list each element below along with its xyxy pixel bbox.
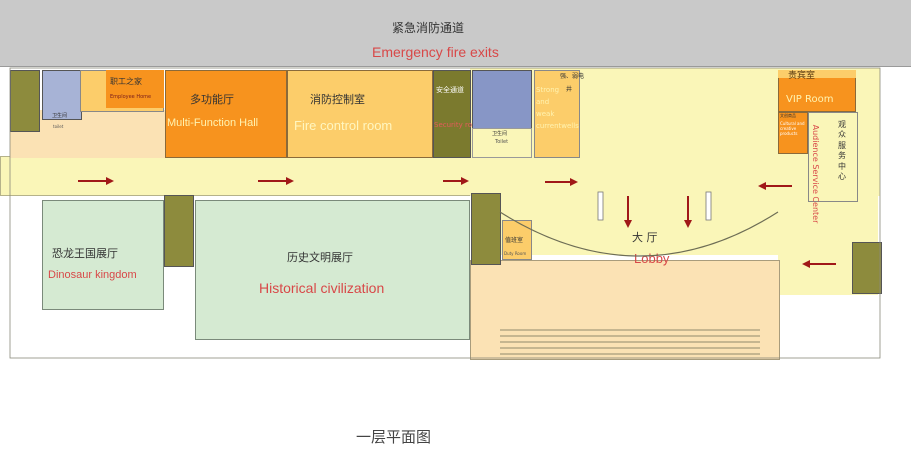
wells-en-4: currentwells: [536, 122, 579, 130]
dinosaur-zh: 恐龙王国展厅: [52, 247, 118, 260]
dinosaur-en: Dinosaur kingdom: [48, 269, 137, 281]
duty-zh: 值班室: [505, 237, 524, 244]
exit-band-title-en: Emergency fire exits: [372, 44, 499, 60]
stair-right: [852, 242, 882, 294]
lobby-lower-floor: [500, 195, 780, 255]
hall-dinosaur-kingdom: [42, 200, 164, 310]
culture-en: Cultural and creative products: [780, 121, 805, 136]
room-safe-passage: [433, 70, 471, 158]
stair-left-top: [10, 70, 40, 132]
lobby-arc: [499, 211, 779, 257]
room-audience-service: [808, 112, 858, 202]
toilet-left-en: toilet: [53, 124, 64, 129]
vip-room-inner: [778, 70, 856, 78]
multi-hall-en: Multi-Function Hall: [167, 117, 259, 129]
culture-zh: 文创商品: [780, 113, 796, 118]
safe-passage-zh: 安全通道: [436, 86, 464, 94]
toilet-mid-en: Toilet: [495, 139, 509, 145]
room-current-wells: [534, 70, 580, 158]
lobby-zh: 大 厅: [632, 231, 658, 244]
employee-home-zh: 职工之家: [110, 77, 142, 86]
history-zh: 历史文明展厅: [287, 251, 353, 264]
stair-left-mid: [164, 195, 194, 267]
wells-en-3: weak: [536, 110, 555, 118]
vip-en: VIP Room: [786, 94, 834, 105]
employee-home-orange: [106, 70, 164, 108]
employee-home-en: Employee Home: [110, 94, 152, 100]
toilet-left-zh: 卫生间: [52, 113, 68, 119]
room-multi-function-hall: [165, 70, 287, 158]
wells-en-1: Strong: [536, 86, 560, 94]
wells-zh: 强、弱电: [560, 73, 585, 80]
multi-hall-zh: 多功能厅: [190, 93, 234, 106]
history-en: Historical civilization: [259, 280, 385, 296]
fire-control-zh: 消防控制室: [310, 93, 365, 106]
duty-en: Duty Room: [504, 251, 527, 256]
stair-mid: [471, 193, 501, 265]
toilet-mid-zh: 卫生间: [492, 131, 508, 137]
exit-band-title-zh: 紧急消防通道: [392, 21, 465, 35]
room-fire-control: [287, 70, 433, 158]
wells-zh2: 井: [566, 86, 573, 93]
safe-passage-en: Security road: [434, 121, 481, 129]
vip-zh: 贵宾室: [788, 71, 816, 81]
tan-lower-area: [470, 260, 780, 360]
room-cultural-products: [778, 112, 808, 154]
emergency-exit-band: [0, 0, 911, 67]
hall-historical-civilization: [195, 200, 470, 340]
service-zh: 观众服务中心: [838, 120, 846, 181]
fire-control-en: Fire control room: [294, 118, 393, 133]
floor-plan-caption: 一层平面图: [356, 428, 432, 446]
toilet-mid-lower: [472, 128, 532, 158]
room-duty: [502, 220, 532, 260]
wells-en-2: and: [536, 98, 550, 106]
toilet-left: [42, 70, 82, 120]
